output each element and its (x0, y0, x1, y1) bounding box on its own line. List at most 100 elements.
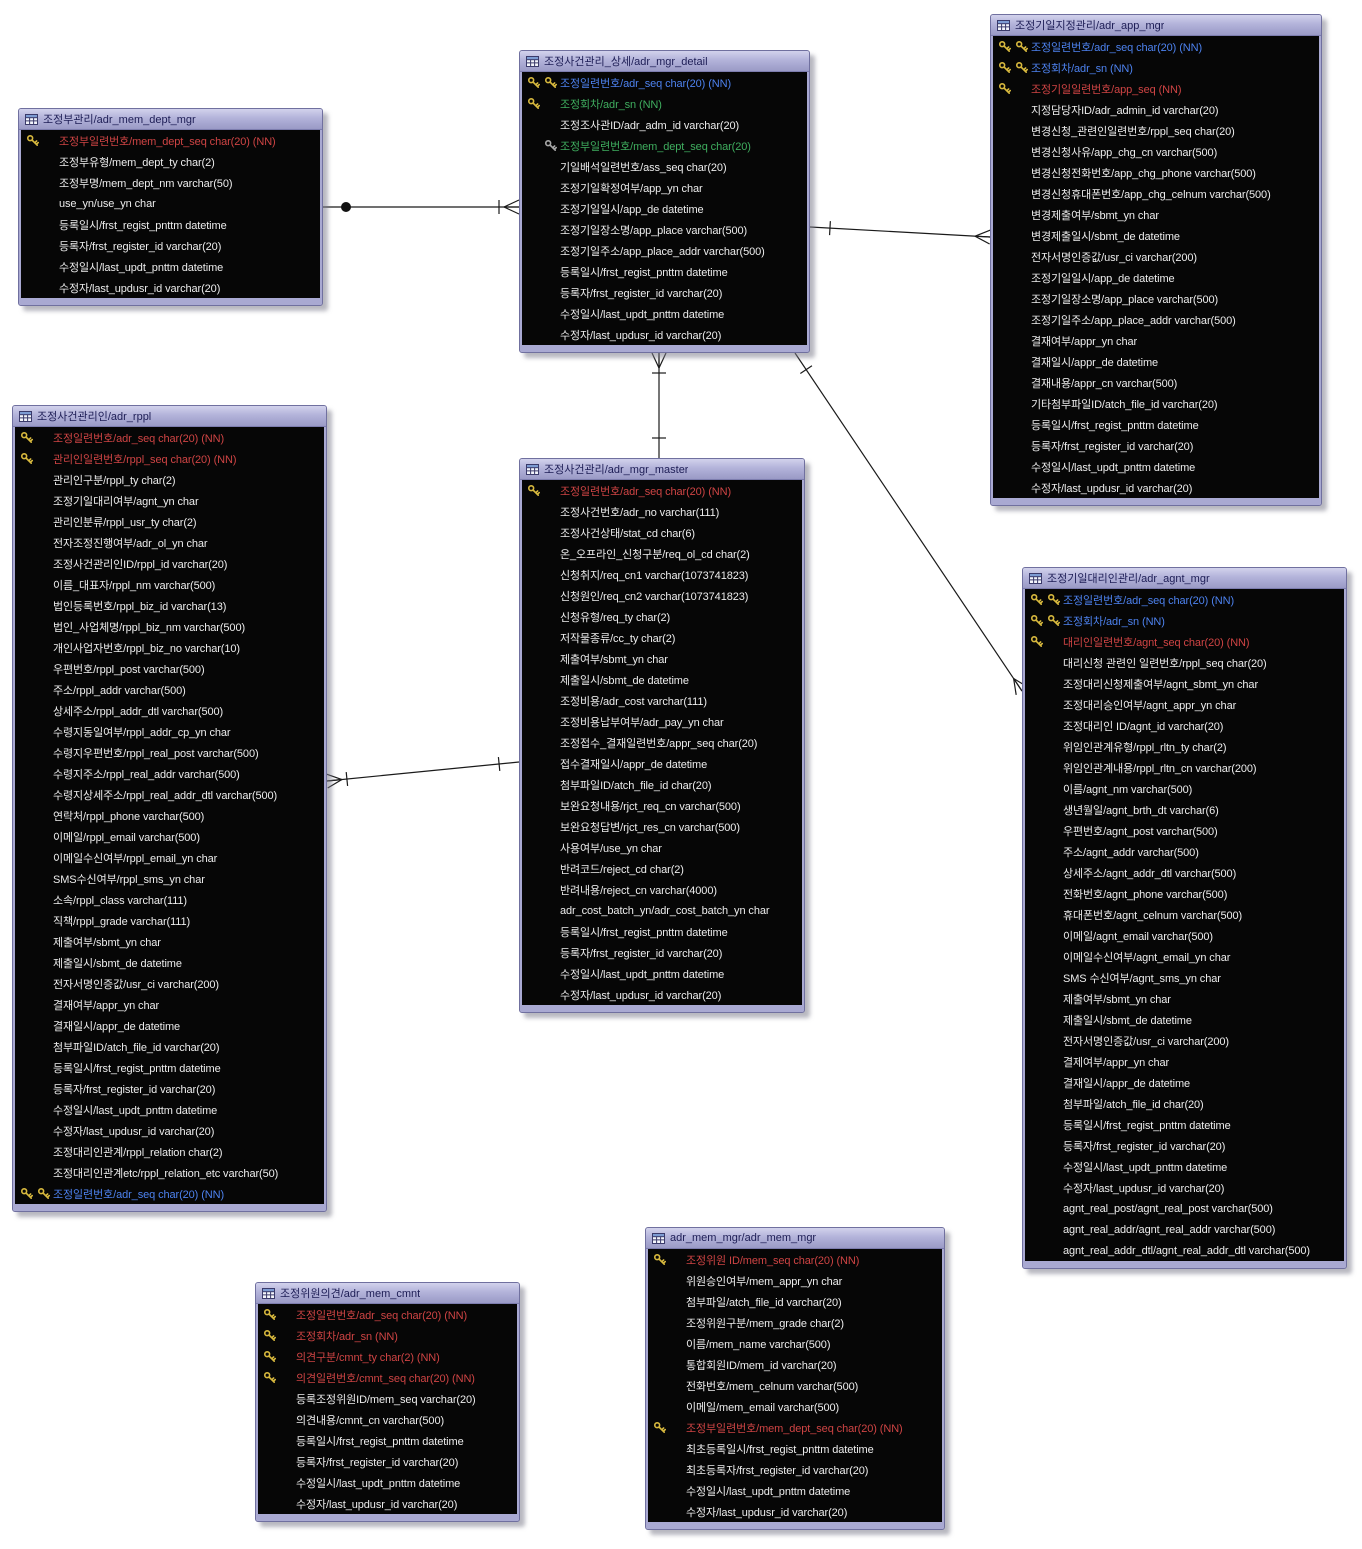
column-row[interactable]: 주소/agnt_addr varchar(500) (1025, 841, 1344, 862)
table-titlebar[interactable]: adr_mem_mgr/adr_mem_mgr (646, 1228, 944, 1249)
column-row[interactable]: 이메일수신여부/rppl_email_yn char (15, 847, 324, 868)
column-row[interactable]: 등록일시/frst_regist_pnttm datetime (258, 1430, 517, 1451)
column-row[interactable]: 조정대리인 ID/agnt_id varchar(20) (1025, 715, 1344, 736)
column-row[interactable]: 연락처/rppl_phone varchar(500) (15, 805, 324, 826)
column-row[interactable]: 대리신청 관련인 일련번호/rppl_seq char(20) (1025, 652, 1344, 673)
column-row[interactable]: 결재일시/appr_de datetime (15, 1015, 324, 1036)
column-row[interactable]: use_yn/use_yn char (21, 193, 320, 214)
column-row[interactable]: 제출여부/sbmt_yn char (1025, 988, 1344, 1009)
column-row[interactable]: 법인_사업체명/rppl_biz_nm varchar(500) (15, 616, 324, 637)
column-row[interactable]: 조정부일련번호/mem_dept_seq char(20) (NN) (648, 1417, 942, 1438)
column-row[interactable]: 등록자/frst_register_id varchar(20) (1025, 1135, 1344, 1156)
column-row[interactable]: 조정일련번호/adr_seq char(20) (NN) (993, 36, 1319, 57)
column-row[interactable]: 이메일/agnt_email varchar(500) (1025, 925, 1344, 946)
column-row[interactable]: 기타첨부파일ID/atch_file_id varchar(20) (993, 393, 1319, 414)
column-row[interactable]: 조정사건관리인ID/rppl_id varchar(20) (15, 553, 324, 574)
column-row[interactable]: 결재일시/appr_de datetime (993, 351, 1319, 372)
column-row[interactable]: 조정대리승인여부/agnt_appr_yn char (1025, 694, 1344, 715)
relationship-line[interactable] (651, 352, 667, 458)
column-row[interactable]: 조정기일장소명/app_place varchar(500) (522, 219, 807, 240)
column-row[interactable]: 전화번호/mem_celnum varchar(500) (648, 1375, 942, 1396)
column-row[interactable]: 이메일/mem_email varchar(500) (648, 1396, 942, 1417)
column-row[interactable]: 위임인관계유형/rppl_rltn_ty char(2) (1025, 736, 1344, 757)
column-row[interactable]: 전자서명인증값/usr_ci varchar(200) (15, 973, 324, 994)
column-row[interactable]: 상세주소/rppl_addr_dtl varchar(500) (15, 700, 324, 721)
column-row[interactable]: 조정일련번호/adr_seq char(20) (NN) (1025, 589, 1344, 610)
column-row[interactable]: 결재일시/appr_de datetime (1025, 1072, 1344, 1093)
column-row[interactable]: 결재여부/appr_yn char (993, 330, 1319, 351)
column-row[interactable]: 제출일시/sbmt_de datetime (1025, 1009, 1344, 1030)
column-row[interactable]: 수정일시/last_updt_pnttm datetime (258, 1472, 517, 1493)
column-row[interactable]: 제출여부/sbmt_yn char (522, 648, 802, 669)
column-row[interactable]: 조정비용/adr_cost varchar(111) (522, 690, 802, 711)
column-row[interactable]: SMS 수신여부/agnt_sms_yn char (1025, 967, 1344, 988)
column-row[interactable]: SMS수신여부/rppl_sms_yn char (15, 868, 324, 889)
column-row[interactable]: 전자조정진행여부/adr_ol_yn char (15, 532, 324, 553)
column-row[interactable]: 수정자/last_updusr_id varchar(20) (15, 1120, 324, 1141)
column-row[interactable]: 결재내용/appr_cn varchar(500) (993, 372, 1319, 393)
column-row[interactable]: 신청유형/req_ty char(2) (522, 606, 802, 627)
column-row[interactable]: 조정일련번호/adr_seq char(20) (NN) (258, 1304, 517, 1325)
column-row[interactable]: 수정일시/last_updt_pnttm datetime (15, 1099, 324, 1120)
column-row[interactable]: 법인등록번호/rppl_biz_id varchar(13) (15, 595, 324, 616)
column-row[interactable]: 의견일련번호/cmnt_seq char(20) (NN) (258, 1367, 517, 1388)
column-row[interactable]: 전자서명인증값/usr_ci varchar(200) (1025, 1030, 1344, 1051)
column-row[interactable]: 전자서명인증값/usr_ci varchar(200) (993, 246, 1319, 267)
column-row[interactable]: 등록일시/frst_regist_pnttm datetime (522, 921, 802, 942)
column-row[interactable]: 변경신청_관련인일련번호/rppl_seq char(20) (993, 120, 1319, 141)
column-row[interactable]: 대리인일련번호/agnt_seq char(20) (NN) (1025, 631, 1344, 652)
column-row[interactable]: 수정일시/last_updt_pnttm datetime (1025, 1156, 1344, 1177)
column-row[interactable]: 이메일/rppl_email varchar(500) (15, 826, 324, 847)
column-row[interactable]: 수정자/last_updusr_id varchar(20) (258, 1493, 517, 1514)
column-row[interactable]: 조정기일장소명/app_place varchar(500) (993, 288, 1319, 309)
column-row[interactable]: 결재여부/appr_yn char (15, 994, 324, 1015)
column-row[interactable]: 전화번호/agnt_phone varchar(500) (1025, 883, 1344, 904)
column-row[interactable]: 우편번호/rppl_post varchar(500) (15, 658, 324, 679)
column-row[interactable]: 변경제출여부/sbmt_yn char (993, 204, 1319, 225)
column-row[interactable]: 관리인분류/rppl_usr_ty char(2) (15, 511, 324, 532)
column-row[interactable]: 지정담당자ID/adr_admin_id varchar(20) (993, 99, 1319, 120)
column-row[interactable]: 조정회차/adr_sn (NN) (522, 93, 807, 114)
relationship-line[interactable] (809, 221, 991, 245)
column-row[interactable]: 조정조사관ID/adr_adm_id varchar(20) (522, 114, 807, 135)
column-row[interactable]: 이름/mem_name varchar(500) (648, 1333, 942, 1354)
column-row[interactable]: 사용여부/use_yn char (522, 837, 802, 858)
column-row[interactable]: 조정사건상태/stat_cd char(6) (522, 522, 802, 543)
relationship-line[interactable] (326, 756, 520, 789)
column-row[interactable]: agnt_real_addr/agnt_real_addr varchar(50… (1025, 1219, 1344, 1240)
column-row[interactable]: 변경신청사유/app_chg_cn varchar(500) (993, 141, 1319, 162)
column-row[interactable]: 수정자/last_updusr_id varchar(20) (21, 277, 320, 298)
column-row[interactable]: 최초등록일시/frst_regist_pnttm datetime (648, 1438, 942, 1459)
column-row[interactable]: 조정기일주소/app_place_addr varchar(500) (522, 240, 807, 261)
column-row[interactable]: 등록자/frst_register_id varchar(20) (15, 1078, 324, 1099)
column-row[interactable]: 수령지우편번호/rppl_real_post varchar(500) (15, 742, 324, 763)
column-row[interactable]: 접수결재일시/appr_de datetime (522, 753, 802, 774)
column-row[interactable]: 보완요청내용/rjct_req_cn varchar(500) (522, 795, 802, 816)
column-row[interactable]: 직책/rppl_grade varchar(111) (15, 910, 324, 931)
column-row[interactable]: 조정기일일시/app_de datetime (993, 267, 1319, 288)
column-row[interactable]: 첨부파일/atch_file_id varchar(20) (648, 1291, 942, 1312)
column-row[interactable]: 변경신청휴대폰번호/app_chg_celnum varchar(500) (993, 183, 1319, 204)
column-row[interactable]: 등록일시/frst_regist_pnttm datetime (15, 1057, 324, 1078)
column-row[interactable]: 이름_대표자/rppl_nm varchar(500) (15, 574, 324, 595)
column-row[interactable]: 조정부명/mem_dept_nm varchar(50) (21, 172, 320, 193)
column-row[interactable]: 저작물종류/cc_ty char(2) (522, 627, 802, 648)
column-row[interactable]: 수정일시/last_updt_pnttm datetime (648, 1480, 942, 1501)
column-row[interactable]: 조정회차/adr_sn (NN) (1025, 610, 1344, 631)
column-row[interactable]: 이름/agnt_nm varchar(500) (1025, 778, 1344, 799)
column-row[interactable]: 등록자/frst_register_id varchar(20) (522, 942, 802, 963)
column-row[interactable]: 신청원인/req_cn2 varchar(1073741823) (522, 585, 802, 606)
column-row[interactable]: 의견구분/cmnt_ty char(2) (NN) (258, 1346, 517, 1367)
column-row[interactable]: 수정일시/last_updt_pnttm datetime (993, 456, 1319, 477)
column-row[interactable]: 이메일수신여부/agnt_email_yn char (1025, 946, 1344, 967)
column-row[interactable]: 보완요청답변/rjct_res_cn varchar(500) (522, 816, 802, 837)
column-row[interactable]: 조정회차/adr_sn (NN) (993, 57, 1319, 78)
table-titlebar[interactable]: 조정기일대리인관리/adr_agnt_mgr (1023, 568, 1346, 589)
column-row[interactable]: 조정대리신청제출여부/agnt_sbmt_yn char (1025, 673, 1344, 694)
column-row[interactable]: 조정사건번호/adr_no varchar(111) (522, 501, 802, 522)
